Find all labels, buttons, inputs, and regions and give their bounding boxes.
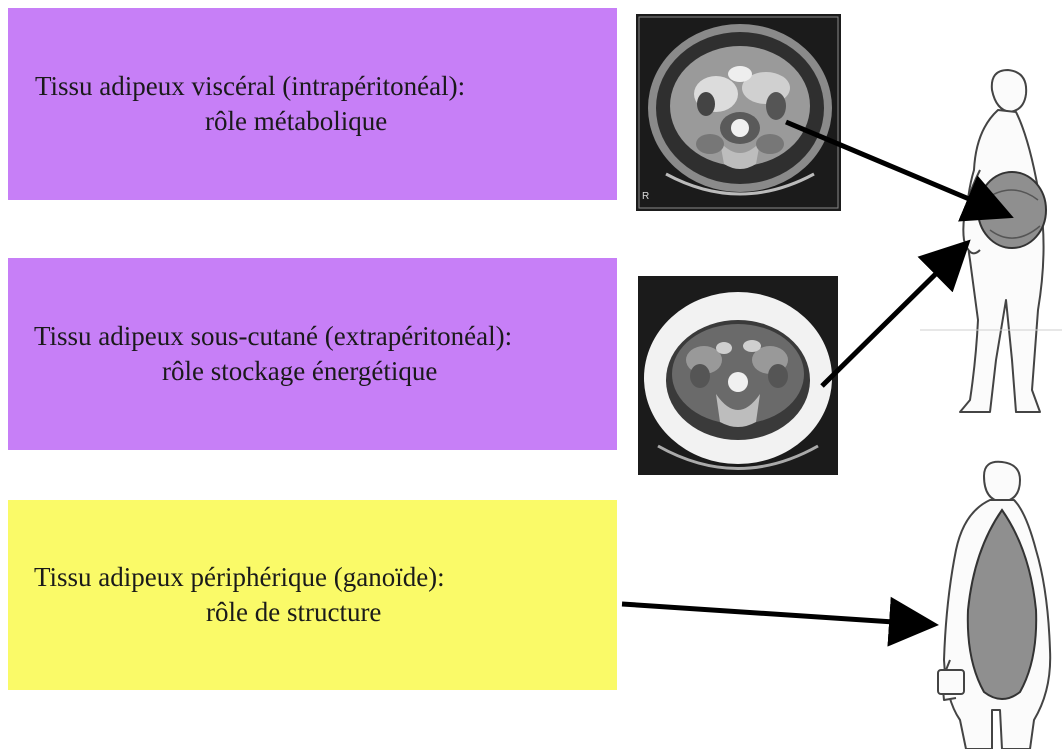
label-box-subcutaneous: Tissu adipeux sous-cutané (extrapéritoné… <box>8 258 617 450</box>
arrow-peripheral <box>622 604 924 624</box>
label-box-visceral: Tissu adipeux viscéral (intrapéritonéal)… <box>8 8 617 200</box>
svg-text:R: R <box>642 191 649 202</box>
android-obesity-figure <box>920 60 1062 432</box>
label-box-peripheral: Tissu adipeux périphérique (ganoïde): rô… <box>8 500 617 690</box>
label-visceral-role: rôle métabolique <box>35 104 617 139</box>
label-peripheral-role: rôle de structure <box>34 595 617 630</box>
ct-scan-subcutaneous-image <box>638 276 838 475</box>
label-visceral-title: Tissu adipeux viscéral (intrapéritonéal)… <box>35 69 617 104</box>
label-subcutaneous-role: rôle stockage énergétique <box>34 354 617 389</box>
label-peripheral-title: Tissu adipeux périphérique (ganoïde): <box>34 560 617 595</box>
ct-scan-visceral-image: R <box>636 14 841 211</box>
gynoid-obesity-figure <box>920 460 1062 749</box>
label-subcutaneous-title: Tissu adipeux sous-cutané (extrapéritoné… <box>34 319 617 354</box>
